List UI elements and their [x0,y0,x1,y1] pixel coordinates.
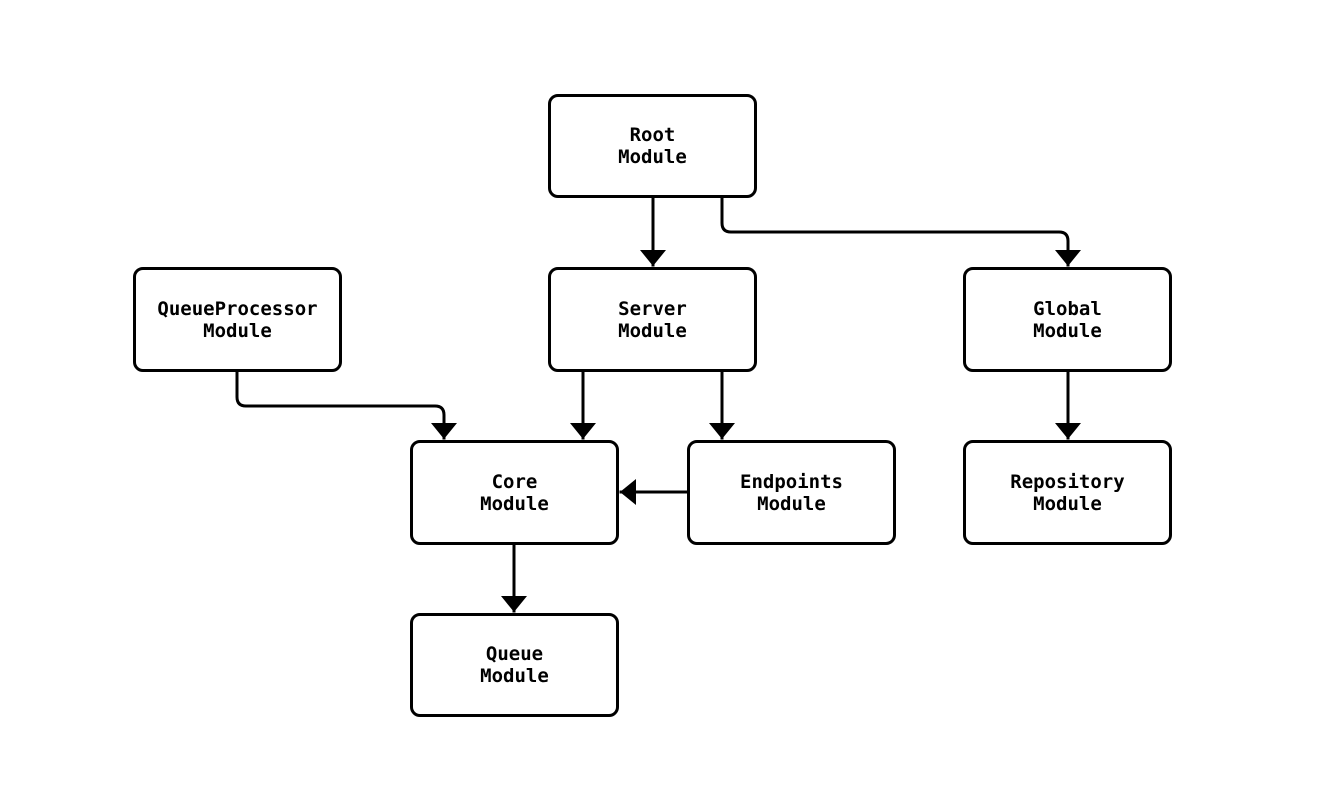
node-queue-module: Queue Module [410,613,619,717]
node-queueprocessor-module: QueueProcessor Module [133,267,342,372]
node-label: Endpoints Module [740,470,843,515]
node-label: QueueProcessor Module [157,297,318,342]
node-server-module: Server Module [548,267,757,372]
node-core-module: Core Module [410,440,619,545]
node-repository-module: Repository Module [963,440,1172,545]
node-label: Queue Module [480,643,549,687]
node-label: Server Module [618,297,687,342]
node-global-module: Global Module [963,267,1172,372]
node-root-module: Root Module [548,94,757,198]
node-label: Repository Module [1010,470,1125,515]
node-label: Global Module [1033,297,1102,342]
node-label: Root Module [618,124,687,168]
node-label: Core Module [480,470,549,515]
node-endpoints-module: Endpoints Module [687,440,896,545]
edge-queueprocessor-to-core [235,370,457,440]
edge-root-to-global [720,196,1081,267]
